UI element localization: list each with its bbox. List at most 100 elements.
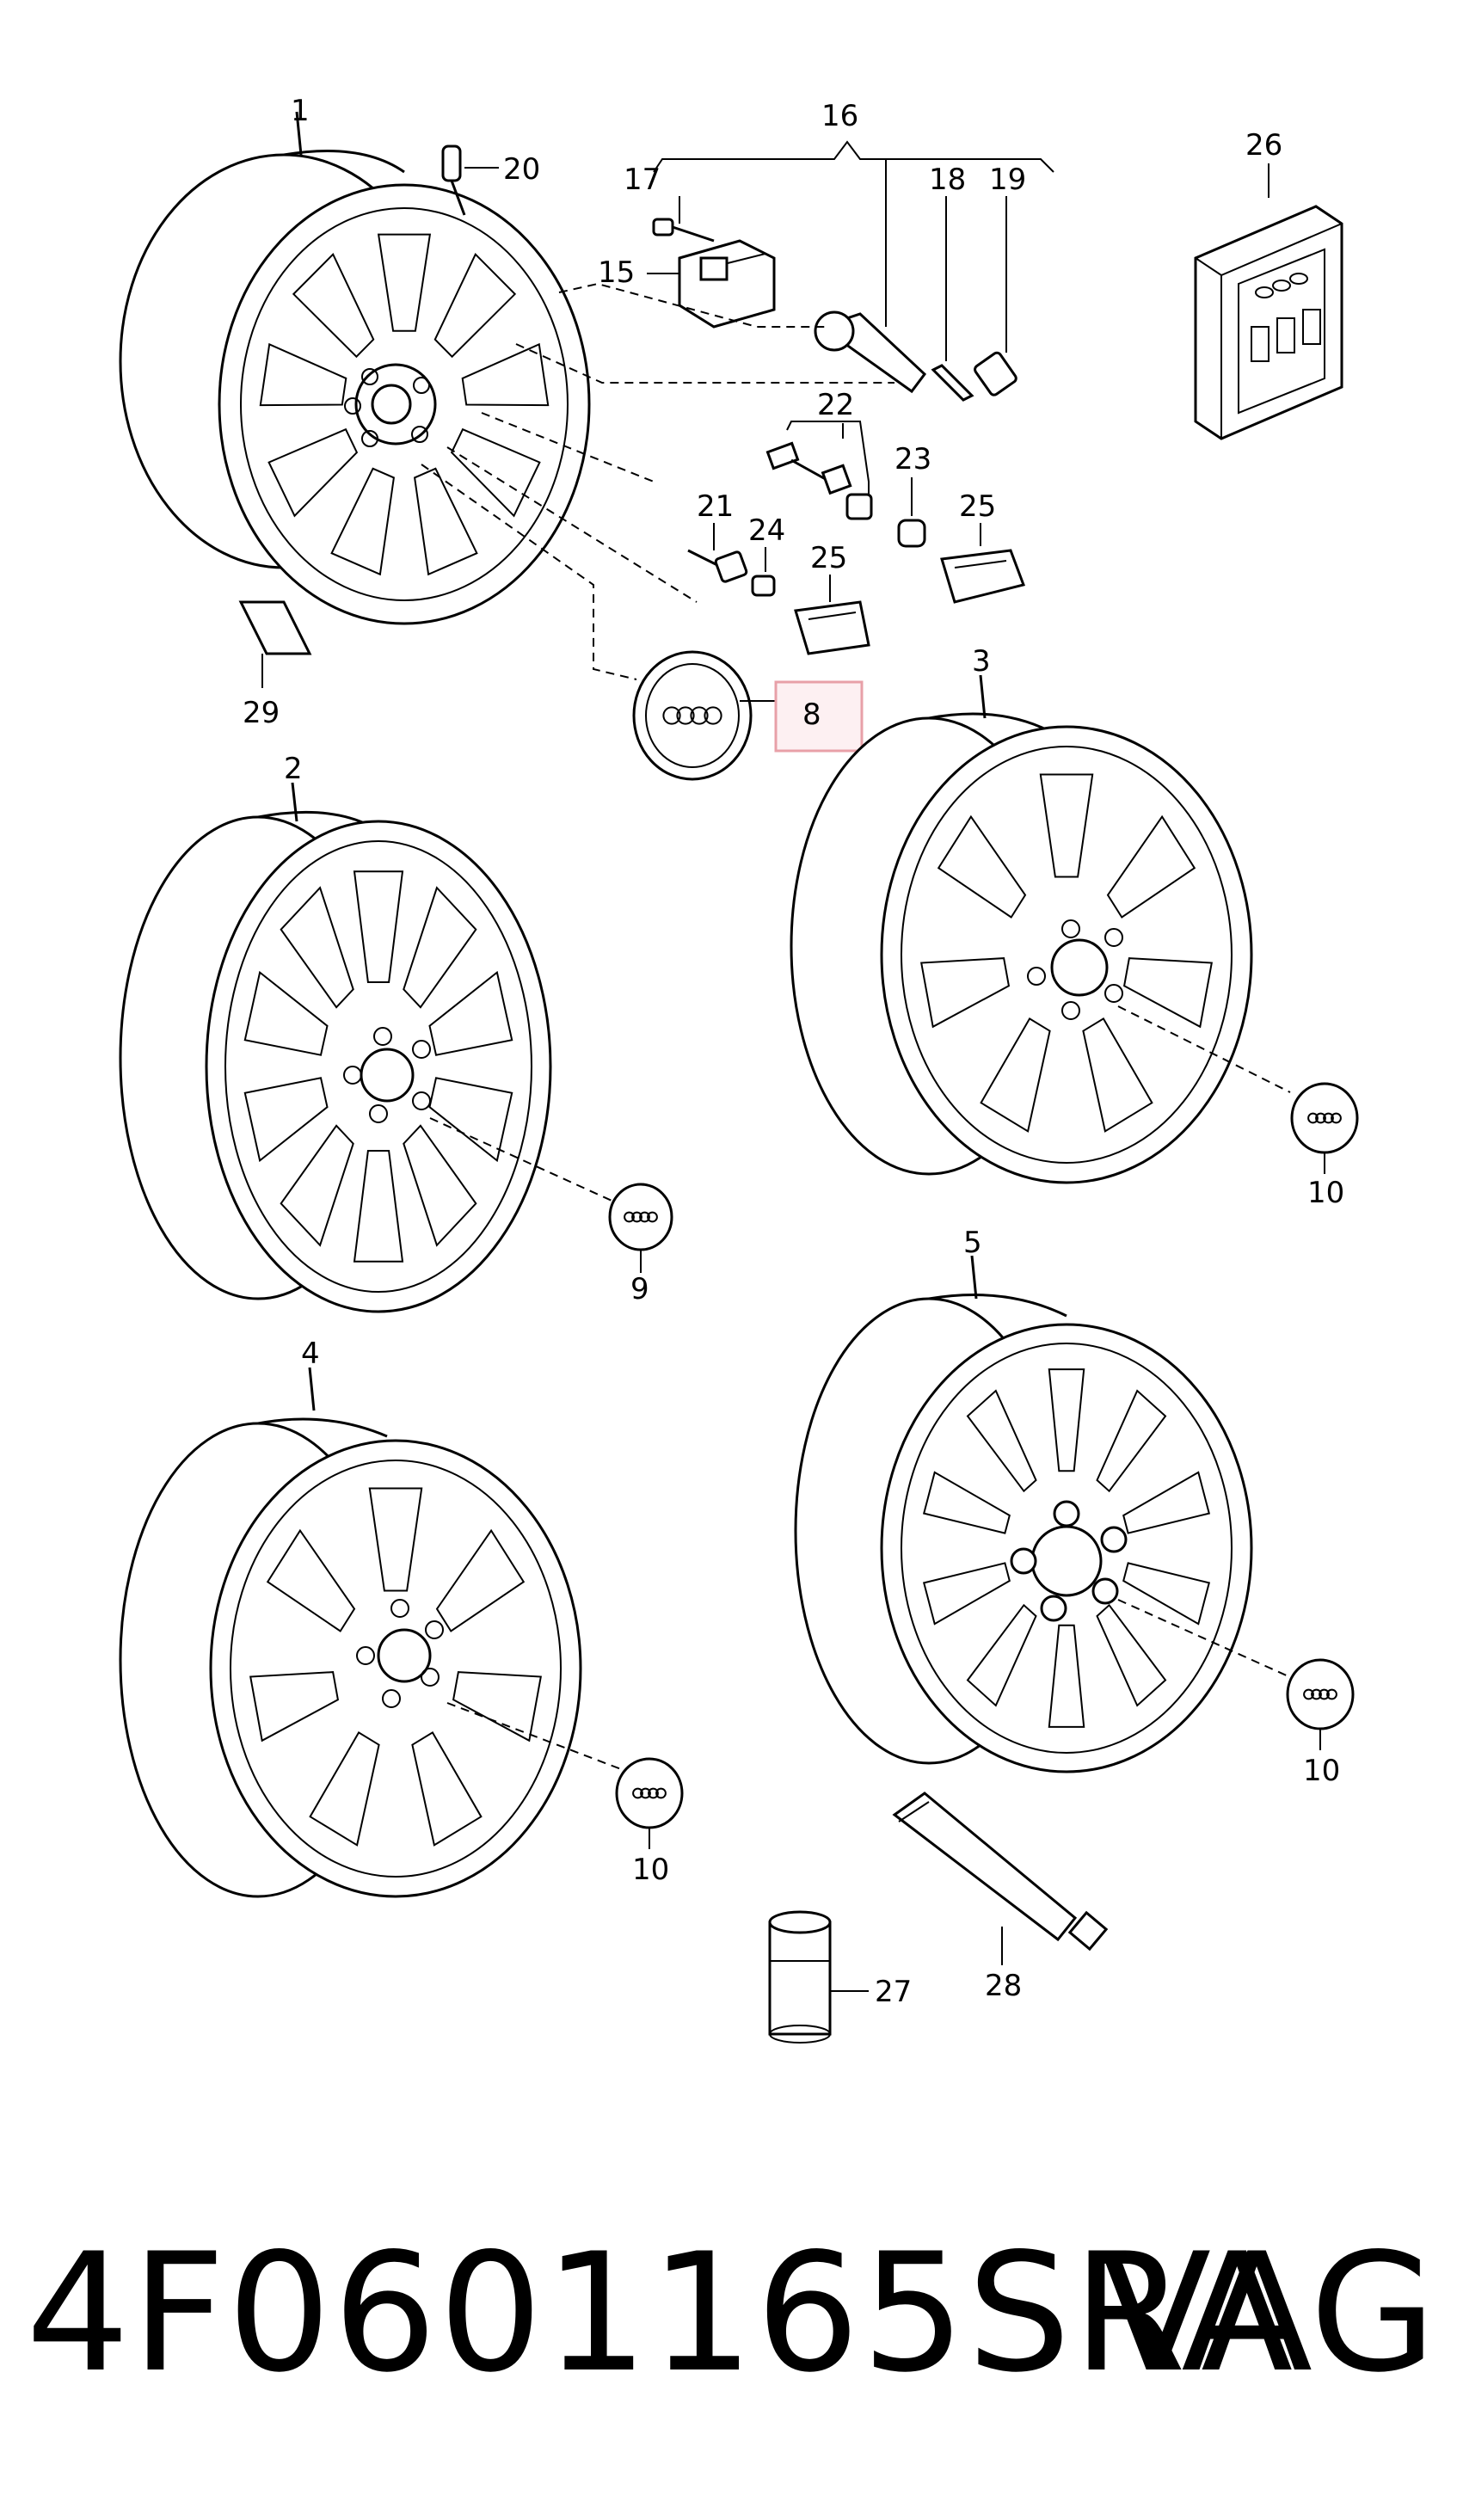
part-27-cylinder: [768, 1910, 832, 2044]
spoke-window: [452, 1671, 542, 1742]
ring-logo: [676, 706, 695, 725]
spoke-window: [966, 1389, 1037, 1493]
spoke-window: [377, 233, 432, 332]
callout-24: 24: [748, 513, 785, 548]
spoke-window: [353, 870, 404, 983]
spoke-window: [330, 467, 395, 576]
ring-logo: [662, 706, 681, 725]
spoke-window: [1106, 814, 1196, 919]
part-24-cap: [751, 575, 776, 597]
callout-28: 28: [985, 1969, 1022, 2003]
callout-19: 19: [989, 163, 1026, 197]
callout-8: 8: [802, 698, 821, 732]
spoke-window: [414, 467, 478, 576]
spoke-window: [1122, 1471, 1211, 1534]
part-23-nut: [897, 519, 926, 548]
part-25-tool-b: [794, 600, 870, 655]
highlight-box: [774, 680, 864, 753]
callout-25b: 25: [810, 541, 847, 575]
callout-10b: 10: [632, 1853, 669, 1887]
spoke-window: [428, 1077, 513, 1163]
callout-17: 17: [624, 163, 661, 197]
ring-logo: [655, 1787, 667, 1799]
ring-logo: [690, 706, 709, 725]
part-8-center-cap: [632, 650, 753, 781]
ring-logo: [1331, 1112, 1342, 1124]
spoke-window: [433, 252, 517, 359]
wheel-1: [119, 150, 591, 625]
spoke-window: [922, 1471, 1011, 1534]
spoke-window: [1082, 1017, 1153, 1133]
parts-diagram: 1 20 29 16 17 15 18 19: [119, 94, 1359, 2044]
ring-logo: [624, 1211, 635, 1223]
ring-logo: [1326, 1688, 1337, 1700]
ring-logo: [1323, 1112, 1334, 1124]
spoke-window: [403, 886, 477, 1009]
wheel-4: [119, 1417, 582, 1898]
ring-logo: [632, 1787, 643, 1799]
part-10-center-cap-c: [1286, 1658, 1355, 1730]
part-25-tool-a: [940, 549, 1025, 604]
spoke-window: [243, 970, 329, 1056]
spoke-window: [980, 1017, 1051, 1133]
spoke-window: [450, 427, 541, 518]
spoke-window: [922, 1562, 1011, 1626]
spoke-window: [1122, 957, 1213, 1029]
ring-logo: [1303, 1688, 1314, 1700]
part-15-sensor: [678, 239, 776, 329]
spoke-window: [1096, 1389, 1167, 1493]
wheel-2: [119, 810, 552, 1313]
ring-logo: [1315, 1112, 1326, 1124]
ring-logo: [704, 706, 722, 725]
spoke-window: [937, 814, 1027, 919]
callout-10a: 10: [1307, 1176, 1344, 1210]
spoke-window: [309, 1731, 380, 1847]
callout-16: 16: [821, 99, 858, 133]
ring-logo: [640, 1787, 651, 1799]
callout-18: 18: [929, 163, 966, 197]
ring-logo: [647, 1211, 658, 1223]
part-17-screw: [652, 218, 715, 243]
part-10-center-cap-a: [1290, 1082, 1359, 1154]
spoke-window: [280, 1124, 354, 1247]
part-21-bolt: [687, 549, 748, 583]
part-28-tube: [892, 1792, 1109, 1951]
part-19-cap: [974, 351, 1017, 396]
part-22-bolt: [765, 441, 852, 495]
spoke-window: [267, 427, 359, 518]
spoke-window: [403, 1124, 477, 1247]
spoke-window: [461, 342, 550, 407]
spoke-window: [368, 1487, 423, 1592]
spoke-window: [266, 1528, 356, 1632]
spoke-window: [1048, 1368, 1085, 1472]
part-number: 4F0601165SRA: [26, 2218, 1295, 2408]
part-16-valve-stem: [814, 310, 927, 394]
part-18-core: [931, 364, 974, 402]
wheel-3: [790, 712, 1253, 1184]
spoke-window: [920, 957, 1011, 1029]
part-29-weight: [238, 600, 312, 688]
spoke-window: [353, 1150, 404, 1263]
spoke-window: [411, 1731, 483, 1847]
part-20-valve: [441, 144, 499, 216]
callout-20: 20: [503, 152, 540, 187]
wheel-5: [794, 1294, 1253, 1773]
ring-logo: [639, 1211, 650, 1223]
caption-bar: 4F0601165SRA VAG: [26, 2228, 1436, 2400]
ring-logo: [1319, 1688, 1330, 1700]
ring-logo: [648, 1787, 659, 1799]
callout-26: 26: [1245, 128, 1282, 163]
spoke-window: [1039, 773, 1094, 878]
spoke-window: [259, 342, 347, 407]
callout-2: 2: [284, 752, 303, 786]
brand-name: VAG: [1099, 2218, 1436, 2408]
ring-logo: [1307, 1112, 1319, 1124]
callout-1: 1: [291, 94, 310, 128]
callout-25a: 25: [959, 489, 996, 524]
callout-21: 21: [697, 489, 734, 524]
spoke-window: [428, 970, 513, 1056]
spoke-window: [1122, 1562, 1211, 1626]
spoke-window: [249, 1671, 340, 1742]
callout-9: 9: [630, 1272, 649, 1306]
spoke-window: [435, 1528, 526, 1632]
